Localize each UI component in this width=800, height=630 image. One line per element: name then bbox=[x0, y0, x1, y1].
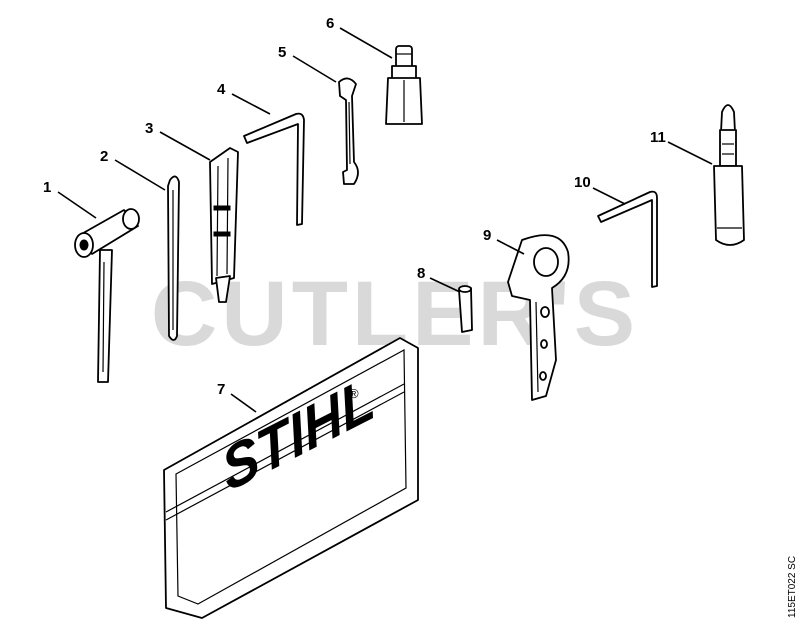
callout-numbers: 1 2 3 4 5 6 7 8 9 10 11 bbox=[43, 15, 666, 398]
callout-9: 9 bbox=[483, 227, 491, 244]
leader-lines bbox=[57, 27, 713, 413]
callout-2: 2 bbox=[100, 148, 108, 165]
part-4-hex-key bbox=[243, 112, 305, 226]
part-9-bar-tool bbox=[507, 234, 570, 401]
part-5-spanner bbox=[338, 77, 359, 185]
callout-5: 5 bbox=[278, 44, 286, 61]
part-1-combination-wrench bbox=[74, 208, 140, 383]
callout-3: 3 bbox=[145, 120, 153, 137]
part-6-nut-driver bbox=[385, 45, 423, 125]
part-2-wire-hook bbox=[167, 175, 180, 341]
callout-8: 8 bbox=[417, 265, 425, 282]
callout-6: 6 bbox=[326, 15, 334, 32]
callout-10: 10 bbox=[574, 174, 591, 191]
callout-1: 1 bbox=[43, 179, 51, 196]
callout-7: 7 bbox=[217, 381, 225, 398]
callout-4: 4 bbox=[217, 81, 226, 98]
part-7-tool-pouch: STIHL ® bbox=[163, 337, 419, 619]
part-11-screwdriver bbox=[713, 104, 745, 246]
part-8-roll-pin bbox=[458, 285, 473, 333]
pouch-registered-mark: ® bbox=[349, 386, 359, 401]
part-10-hex-key bbox=[597, 190, 658, 288]
part-3-file-gauge bbox=[209, 147, 239, 303]
drawing-code: 115ET022 SC bbox=[787, 556, 798, 618]
callout-11: 11 bbox=[650, 129, 666, 146]
